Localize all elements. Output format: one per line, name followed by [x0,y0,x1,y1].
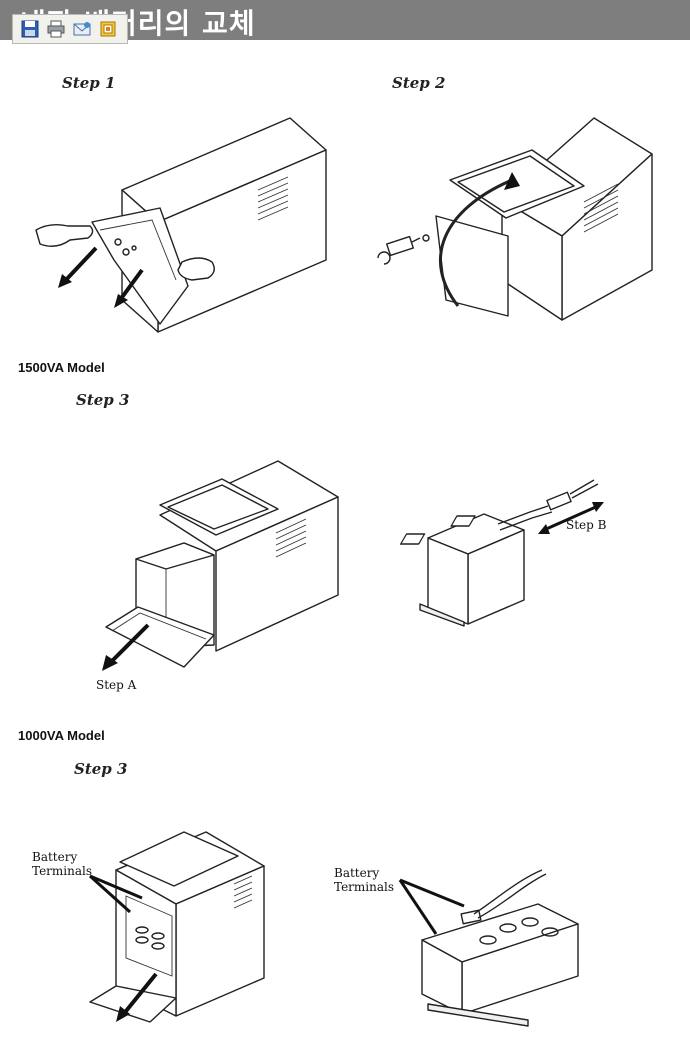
step3-1000-illustration [88,831,265,1023]
save-button[interactable] [19,18,41,40]
step1-illustration [35,117,327,333]
battery-terminals-callout-2-line1: Battery [334,866,380,880]
step-b-callout: Step B [566,518,607,532]
document-toolbar [12,14,128,44]
battery-terminals-callout-1-line1: Battery [32,850,78,864]
save-icon [21,20,39,38]
battery-terminals-callout-1-line2: Terminals [32,864,93,878]
print-icon [47,20,65,38]
battery-terminals-callout-2: Battery Terminals [334,866,394,894]
email-button[interactable] [71,18,93,40]
step-a-callout: Step A [96,678,137,692]
model-1500va-label: 1500VA Model [18,360,105,375]
step1-label: Step 1 [62,74,116,92]
battery-terminals-callout-1: Battery Terminals [32,850,92,878]
step2-label: Step 2 [392,74,446,92]
step3-1000-label: Step 3 [74,760,128,778]
print-button[interactable] [45,18,67,40]
battery-terminals-callout-2-line2: Terminals [334,880,395,894]
export-icon [100,21,116,37]
step2-illustration [377,117,653,321]
battery-terminals-arrows [398,878,465,935]
step3-1500-illustration [102,460,339,671]
battery-terminals-illustration [421,869,579,1027]
step3-1500-label: Step 3 [76,391,130,409]
export-button[interactable] [97,18,119,40]
email-icon [73,22,91,36]
model-1000va-label: 1000VA Model [18,728,105,743]
step-b-battery-illustration [399,479,604,627]
